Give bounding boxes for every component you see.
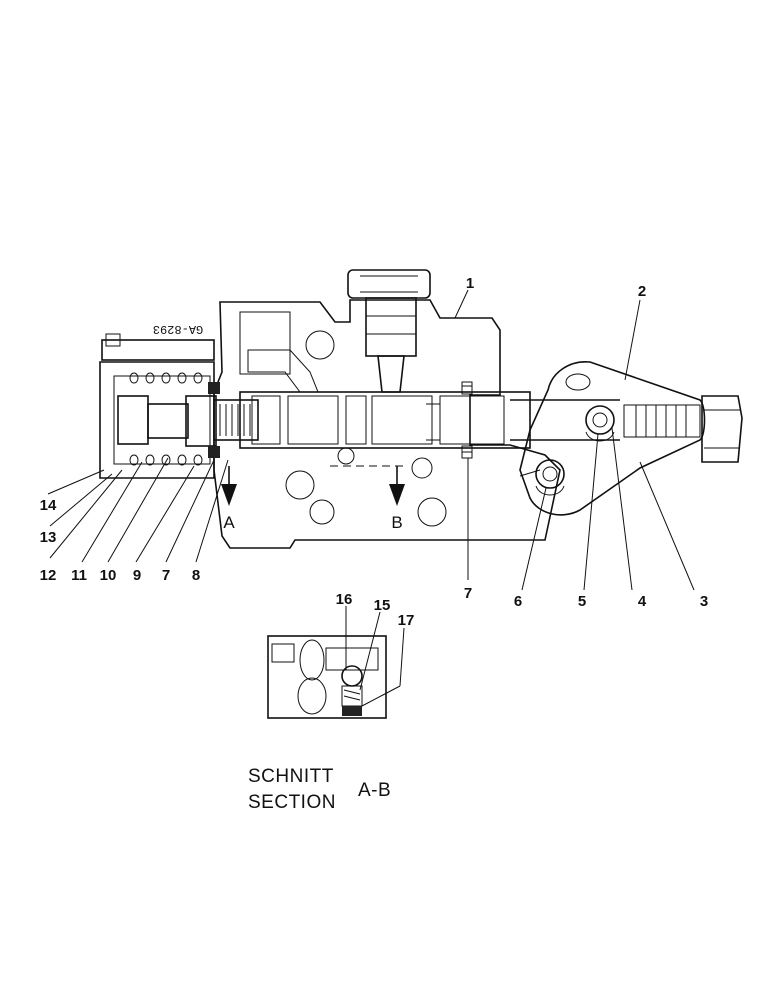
callout-4: 4 (638, 593, 647, 610)
callout-14: 14 (40, 497, 57, 514)
callout-7-right: 7 (464, 585, 472, 602)
section-detail (267, 635, 387, 719)
caption-ref: A-B (358, 780, 391, 801)
caption-schnitt: SCHNITT (248, 766, 334, 787)
section-marker-a (221, 466, 237, 506)
valve-body (213, 299, 561, 549)
section-marker-b (330, 465, 405, 506)
callout-7-left: 7 (162, 567, 170, 584)
lever-plate (519, 361, 743, 516)
callout-11: 11 (71, 567, 87, 584)
callout-8: 8 (192, 567, 200, 584)
callout-10: 10 (100, 567, 117, 584)
callout-12: 12 (40, 567, 57, 584)
callout-13: 13 (40, 529, 57, 546)
spool (239, 381, 620, 465)
callout-16: 16 (336, 591, 353, 608)
callout-5: 5 (578, 593, 586, 610)
section-letter-b: B (391, 513, 402, 532)
callout-15: 15 (374, 597, 391, 614)
top-plug (347, 269, 431, 393)
leader-lines (47, 289, 695, 707)
callout-17: 17 (398, 612, 415, 629)
callout-1: 1 (466, 275, 474, 292)
spring-cap-assembly (99, 333, 259, 479)
callout-6: 6 (514, 593, 522, 610)
drawing-code: GA-8293 (153, 322, 203, 336)
callout-9: 9 (133, 567, 141, 584)
caption-section: SECTION (248, 792, 336, 813)
section-letter-a: A (223, 513, 235, 532)
callout-2: 2 (638, 283, 646, 300)
callout-3: 3 (700, 593, 708, 610)
